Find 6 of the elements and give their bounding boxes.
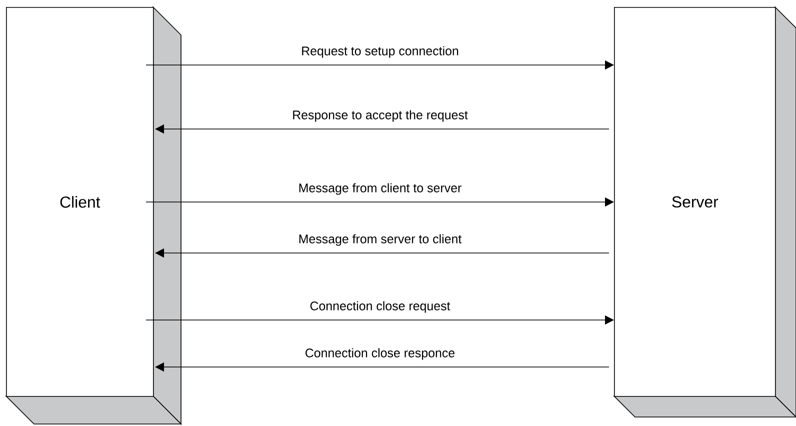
edge-label: Connection close responce [306, 348, 455, 360]
edge-label: Response to accept the request [293, 110, 468, 122]
edge-label: Connection close request [310, 301, 450, 313]
edge-label: Message from server to client [299, 234, 462, 246]
edge-label: Request to setup connection [302, 46, 458, 58]
edge-label: Message from client to server [299, 183, 462, 195]
